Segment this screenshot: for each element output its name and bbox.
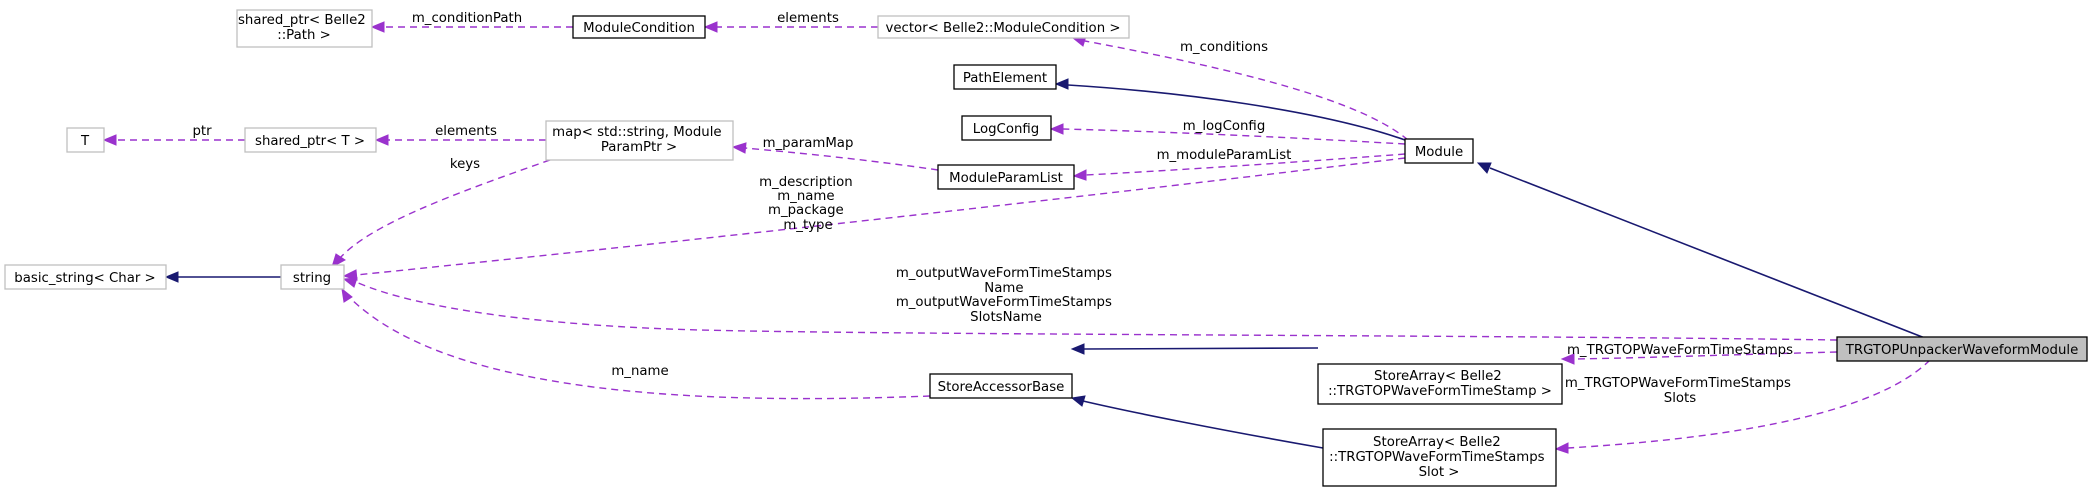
svg-text:shared_ptr< T >: shared_ptr< T >	[255, 134, 365, 149]
svg-text:ModuleParamList: ModuleParamList	[949, 171, 1063, 186]
edge-inherit-module	[1476, 162, 1931, 341]
svg-text:basic_string< Char >: basic_string< Char >	[14, 271, 155, 286]
svg-text:string: string	[293, 271, 331, 286]
node-map-param[interactable]: map< std::string, Module ParamPtr >	[545, 120, 734, 161]
edge-label-elements-shared: elements	[435, 124, 497, 139]
node-shared-ptr-t[interactable]: shared_ptr< T >	[244, 127, 377, 153]
edge-label-elements-vector: elements	[777, 11, 839, 26]
node-vector-module-condition[interactable]: vector< Belle2::ModuleCondition >	[877, 15, 1130, 39]
edge-label-module-strings: m_description m_name m_package m_type	[759, 175, 857, 233]
edge-m-log-config	[1049, 123, 1406, 145]
edge-elements-vector	[703, 21, 878, 33]
edge-inherit-pathelement	[1054, 78, 1406, 141]
node-module[interactable]: Module	[1404, 138, 1474, 164]
edge-label-m-log-config: m_logConfig	[1183, 119, 1266, 134]
edge-label-output-names: m_outputWaveFormTimeStamps Name m_output…	[896, 266, 1116, 325]
node-module-param-list[interactable]: ModuleParamList	[937, 164, 1075, 190]
svg-text:TRGTOPUnpackerWaveformModule: TRGTOPUnpackerWaveformModule	[1845, 343, 2079, 358]
edge-label-m-trgtop-stamps: m_TRGTOPWaveFormTimeStamps	[1567, 343, 1793, 358]
svg-text:StoreArray< Belle2 ::TRG: StoreArray< Belle2 ::TRGTOPWaveFormTimeS…	[1329, 435, 1549, 480]
svg-text:T: T	[80, 134, 90, 149]
node-t[interactable]: T	[66, 127, 105, 153]
node-path-element[interactable]: PathElement	[953, 64, 1057, 90]
edge-m-param-map	[731, 142, 939, 171]
edge-label-m-param-map: m_paramMap	[763, 136, 854, 151]
edge-ptr	[102, 134, 245, 146]
edge-label-m-name-accessor: m_name	[611, 364, 668, 379]
node-log-config[interactable]: LogConfig	[961, 115, 1052, 141]
node-store-array-slot[interactable]: StoreArray< Belle2 ::TRGTOPWaveFormTimeS…	[1322, 428, 1557, 487]
svg-text:StoreAccessorBase: StoreAccessorBase	[938, 380, 1065, 395]
edge-m-condition-path	[370, 21, 573, 33]
svg-text:map< std::string, Module: map< std::string, Module ParamPtr >	[552, 125, 726, 155]
node-trgtop-unpacker-waveform-module[interactable]: TRGTOPUnpackerWaveformModule	[1836, 336, 2088, 362]
svg-text:ModuleCondition: ModuleCondition	[583, 21, 695, 36]
node-module-condition[interactable]: ModuleCondition	[572, 15, 706, 39]
edge-m-name-accessor	[341, 287, 931, 400]
edge-inherit-accessor-stamp	[1070, 343, 1319, 355]
edge-inherit-basicstring	[164, 271, 281, 283]
edge-label-m-conditions: m_conditions	[1180, 40, 1268, 55]
edge-label-ptr: ptr	[192, 124, 212, 139]
edge-label-m-trgtop-slots: m_TRGTOPWaveFormTimeStamps Slots	[1565, 376, 1795, 406]
svg-text:shared_ptr< Belle2 ::Pat: shared_ptr< Belle2 ::Path >	[238, 13, 370, 43]
edge-elements-shared	[374, 134, 546, 146]
edge-output-names	[342, 277, 1838, 341]
node-shared-ptr-path[interactable]: shared_ptr< Belle2 ::Path >	[236, 9, 373, 48]
svg-text:vector< Belle2::ModuleConditio: vector< Belle2::ModuleCondition >	[885, 21, 1120, 36]
svg-text:PathElement: PathElement	[963, 71, 1047, 86]
edge-keys	[331, 159, 551, 269]
node-store-accessor-base[interactable]: StoreAccessorBase	[929, 373, 1073, 399]
svg-text:LogConfig: LogConfig	[973, 122, 1039, 137]
edge-inherit-accessor-slot	[1070, 395, 1324, 449]
node-store-array-stamp[interactable]: StoreArray< Belle2 ::TRGTOPWaveFormTimeS…	[1317, 363, 1563, 405]
svg-text:StoreArray< Belle2 ::TRG: StoreArray< Belle2 ::TRGTOPWaveFormTimeS…	[1328, 369, 1552, 399]
svg-text:Module: Module	[1415, 145, 1463, 160]
edge-label-keys: keys	[450, 157, 480, 172]
edge-m-trgtop-stamps	[1560, 351, 1838, 365]
edge-label-m-module-param-list: m_moduleParamList	[1157, 148, 1292, 163]
edge-m-module-param-list	[1072, 153, 1406, 181]
edge-label-m-condition-path: m_conditionPath	[412, 11, 522, 26]
node-basic-string[interactable]: basic_string< Char >	[4, 264, 167, 290]
node-string[interactable]: string	[280, 264, 345, 290]
edge-m-trgtop-slots	[1554, 359, 1931, 454]
